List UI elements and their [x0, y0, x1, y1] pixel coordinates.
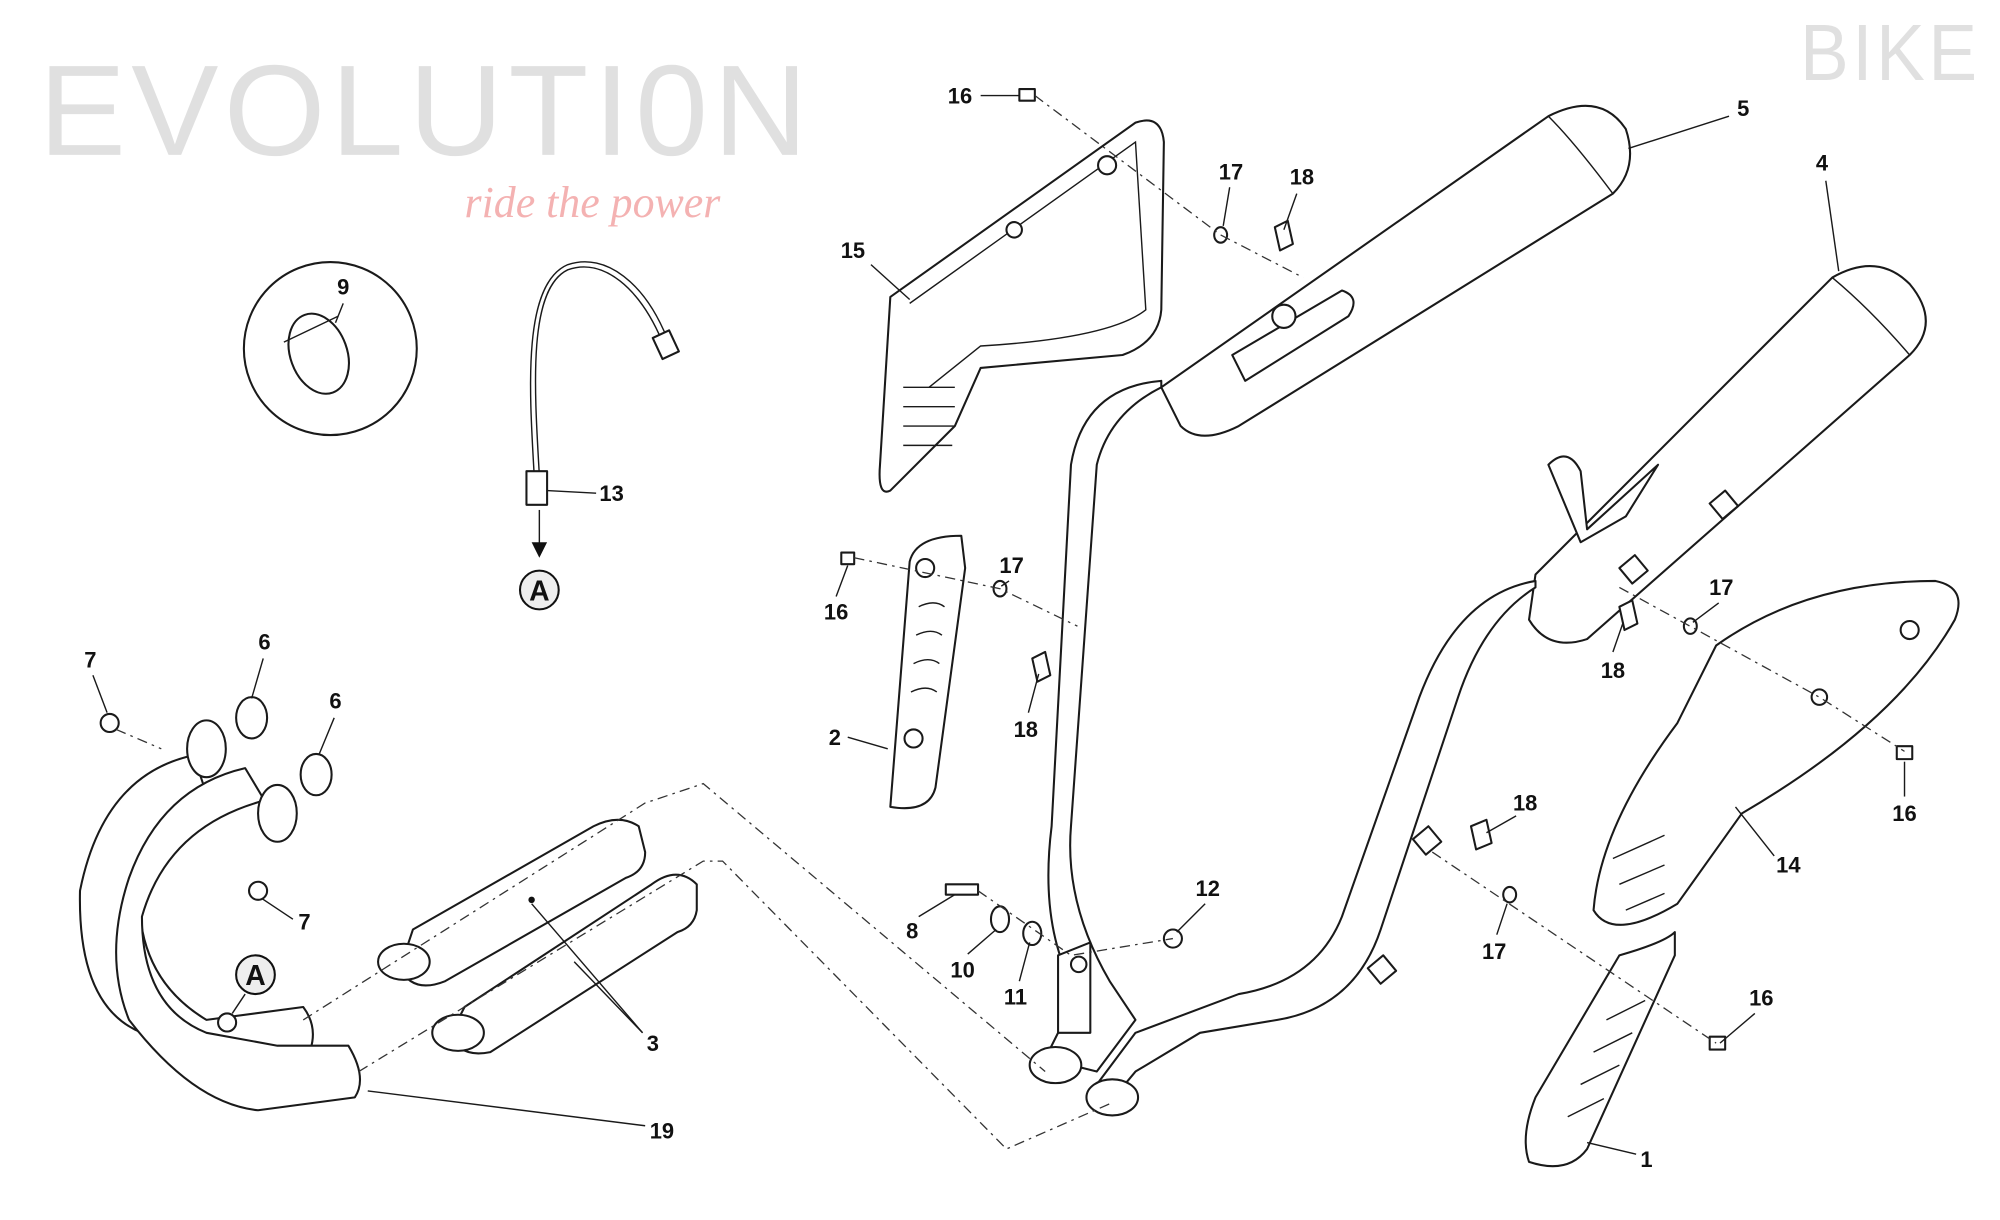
muffler-4 — [1085, 265, 1927, 1117]
callout-4: 4 — [1816, 150, 1829, 175]
reference-label-a: A — [529, 575, 549, 607]
clamp-inset — [242, 261, 418, 437]
callout-9: 9 — [337, 274, 349, 299]
hardware — [99, 88, 1914, 1051]
callout-16: 16 — [1749, 986, 1773, 1011]
callout-16: 16 — [824, 600, 848, 625]
callout-18: 18 — [1014, 717, 1038, 742]
callout-16: 16 — [948, 83, 972, 108]
silencers-3 — [377, 818, 698, 1055]
oxygen-sensor: A — [518, 261, 680, 611]
callout-7: 7 — [84, 647, 96, 672]
callout-6: 6 — [258, 629, 270, 654]
callout-17: 17 — [999, 553, 1023, 578]
callout-5: 5 — [1737, 96, 1749, 121]
watermark-tagline: ride the power — [465, 179, 722, 227]
callout-13: 13 — [599, 481, 623, 506]
assembly-lines — [115, 95, 1905, 1150]
callout-17: 17 — [1219, 159, 1243, 184]
callout-18: 18 — [1513, 791, 1537, 816]
header-pipes-19: A — [78, 719, 362, 1112]
callout-8: 8 — [906, 919, 918, 944]
watermark: EVOLUTI0N BIKE ride the power — [39, 8, 1981, 227]
reference-marker-a-header — [235, 954, 276, 996]
callout-18: 18 — [1601, 658, 1625, 683]
reference-label-a-2: A — [245, 960, 265, 992]
watermark-brand-top: EVOLUTI0N — [39, 39, 813, 183]
callout-12: 12 — [1196, 876, 1220, 901]
callout-18: 18 — [1290, 165, 1314, 190]
callout-17: 17 — [1482, 939, 1506, 964]
heat-shield-15 — [878, 119, 1165, 493]
callout-16: 16 — [1892, 801, 1916, 826]
callout-10: 10 — [950, 957, 974, 982]
muffler-5 — [1028, 104, 1632, 1085]
heat-shield-14 — [1592, 579, 1960, 926]
callout-3: 3 — [647, 1031, 659, 1056]
callout-19: 19 — [650, 1119, 674, 1144]
watermark-brand-bottom: BIKE — [1800, 8, 1981, 97]
reference-marker-a-sensor — [518, 569, 560, 611]
callout-14: 14 — [1776, 853, 1801, 878]
callout-11: 11 — [1004, 984, 1027, 1009]
callout-2: 2 — [829, 725, 841, 750]
callout-1: 1 — [1640, 1147, 1652, 1172]
callout-6: 6 — [329, 689, 341, 714]
callout-7: 7 — [298, 910, 310, 935]
callout-15: 15 — [841, 238, 865, 263]
callouts: 16 5 4 17 18 15 9 13 16 17 18 2 17 18 7 … — [84, 83, 1916, 1172]
callout-17: 17 — [1709, 575, 1733, 600]
leader-lines — [92, 94, 1906, 1155]
